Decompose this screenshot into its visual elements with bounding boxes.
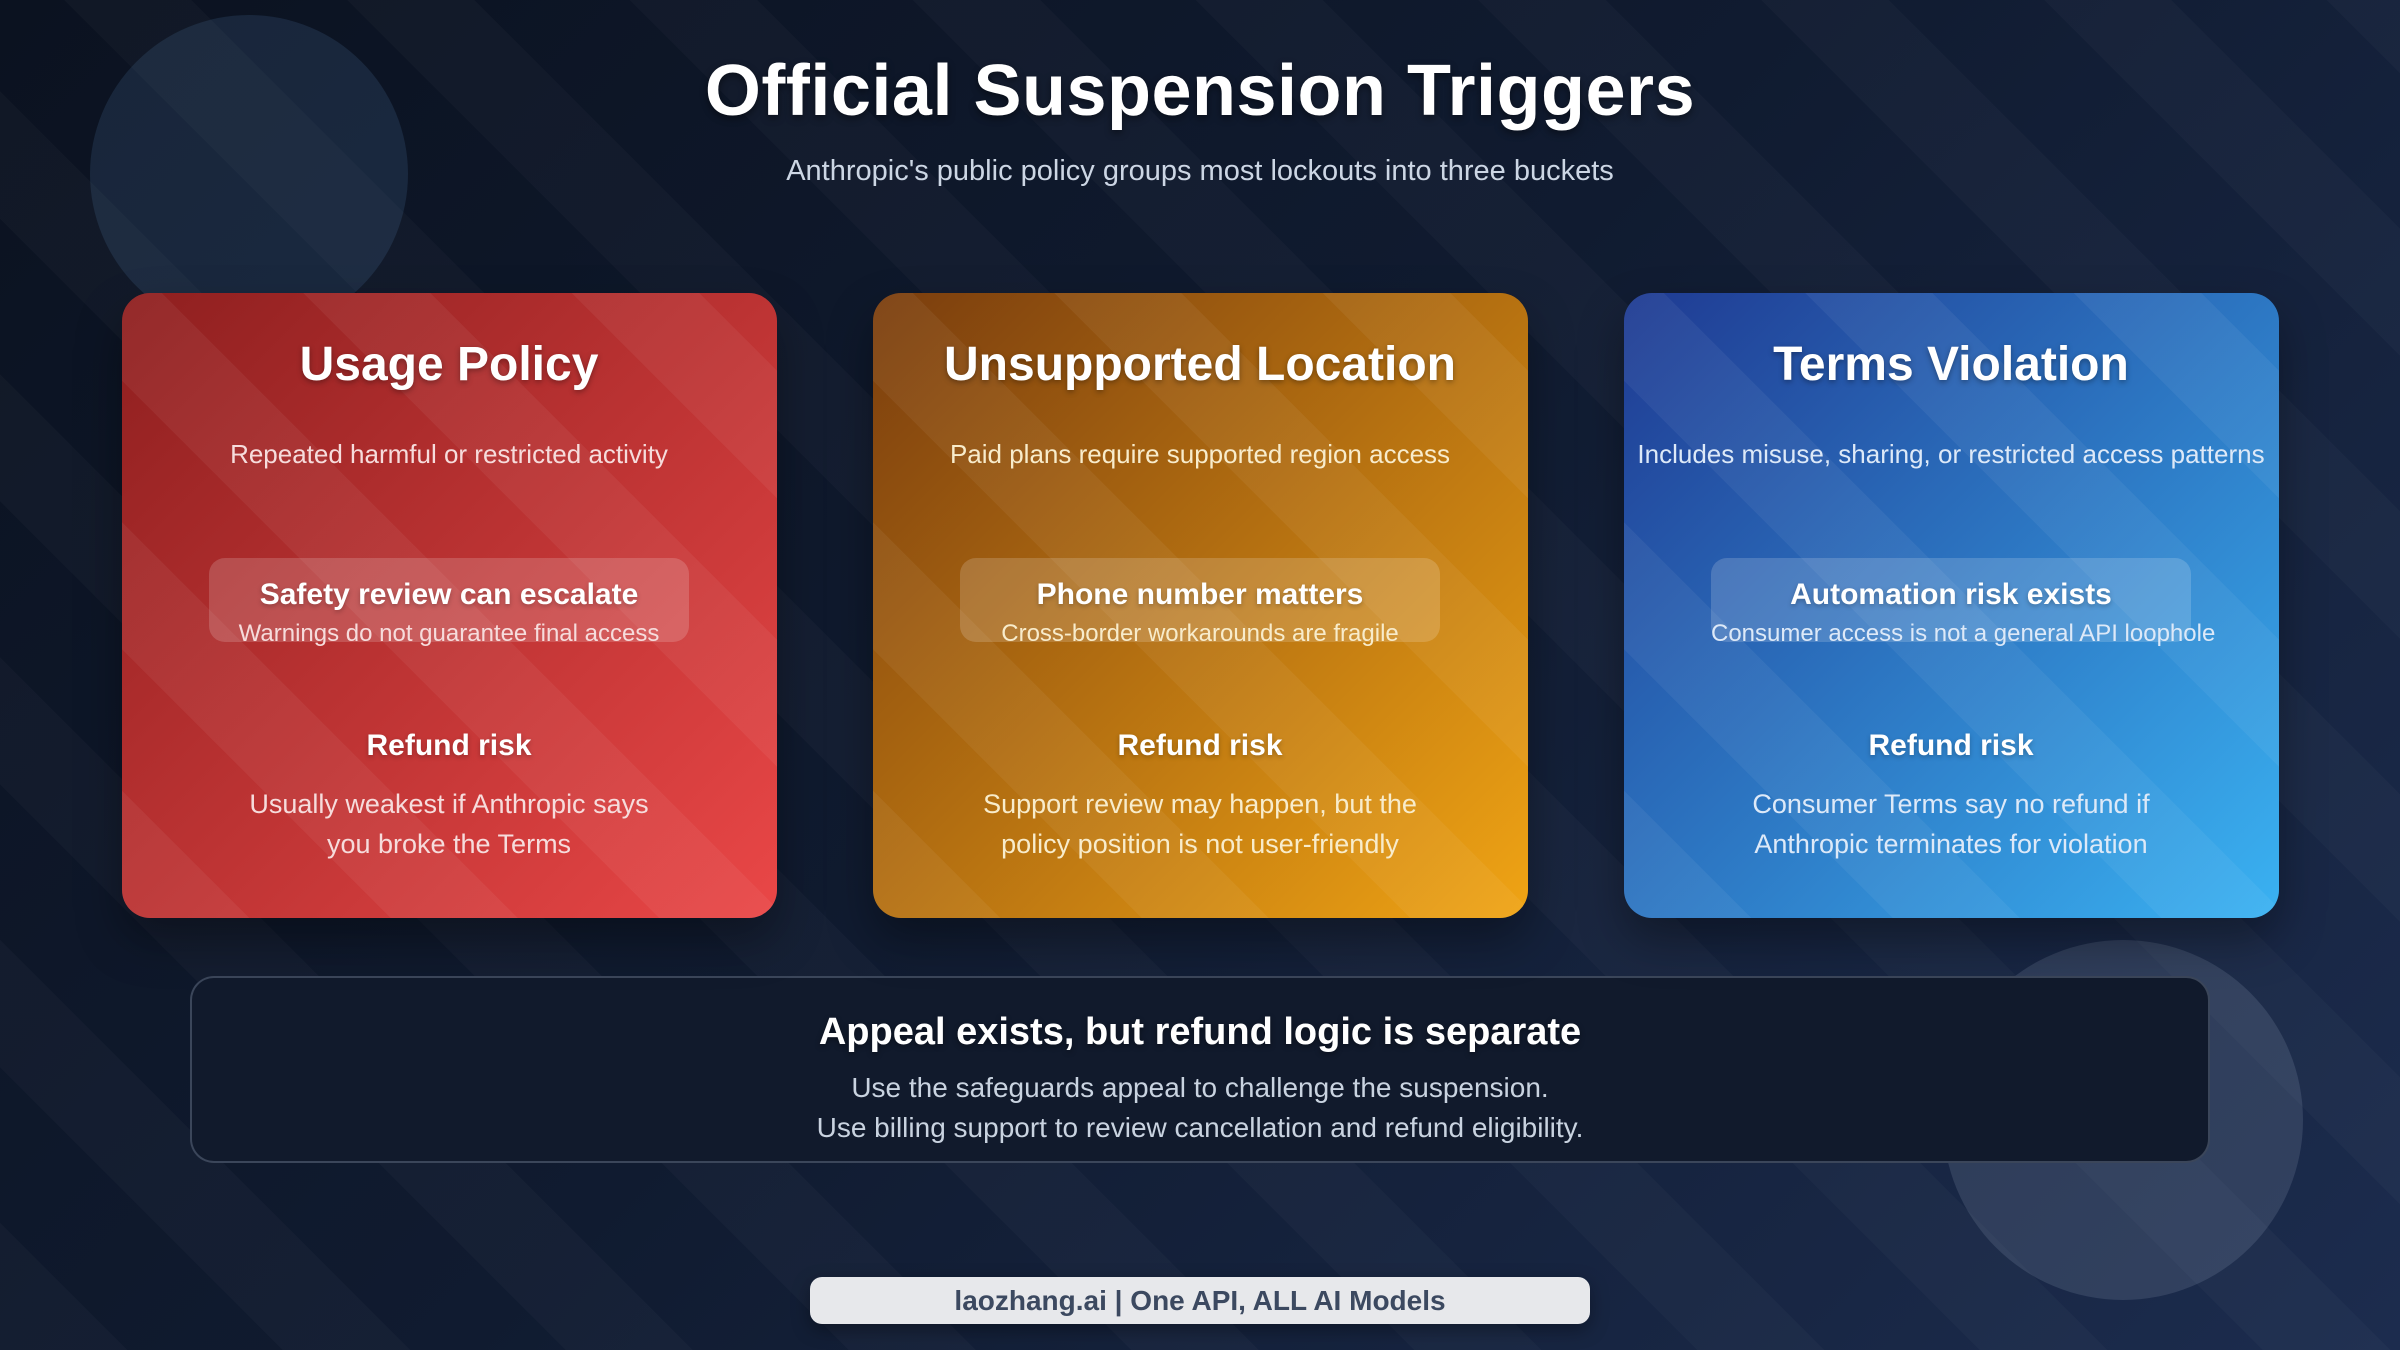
refund-note-line: policy position is not user-friendly xyxy=(1001,829,1399,860)
refund-risk-heading: Refund risk xyxy=(1117,729,1283,763)
refund-note-line: Usually weakest if Anthropic says xyxy=(249,789,649,820)
refund-risk-note: Usually weakest if Anthropic says you br… xyxy=(122,784,777,864)
highlight-note: Consumer access is not a general API loo… xyxy=(1711,619,2216,647)
card-description: Paid plans require supported region acce… xyxy=(949,439,1451,470)
card-usage-policy: Usage Policy Repeated harmful or restric… xyxy=(121,293,777,919)
brand-badge: laozhang.ai | One API, ALL AI Models xyxy=(810,1277,1590,1325)
card-title: Terms Violation xyxy=(1773,338,2129,392)
footer: laozhang.ai | One API, ALL AI Models xyxy=(0,1163,2400,1325)
refund-risk-heading: Refund risk xyxy=(366,729,532,763)
appeal-panel-title: Appeal exists, but refund logic is separ… xyxy=(818,1011,1582,1054)
appeal-panel: Appeal exists, but refund logic is separ… xyxy=(190,976,2210,1164)
decorative-circle-top-left xyxy=(90,15,408,333)
appeal-panel-line-1: Use the safeguards appeal to challenge t… xyxy=(851,1071,1549,1103)
card-unsupported-location: Unsupported Location Paid plans require … xyxy=(872,293,1528,919)
page-title: Official Suspension Triggers xyxy=(704,51,1696,131)
highlight-title: Automation risk exists xyxy=(1790,578,2112,612)
card-description: Repeated harmful or restricted activity xyxy=(230,439,668,470)
card-title: Unsupported Location xyxy=(944,338,1456,392)
refund-note-line: Support review may happen, but the xyxy=(983,789,1417,820)
highlight-box: Safety review can escalate Warnings do n… xyxy=(209,558,689,647)
highlight-box: Phone number matters Cross-border workar… xyxy=(960,558,1440,647)
highlight-box: Automation risk exists Consumer access i… xyxy=(1711,558,2215,647)
highlight-title: Safety review can escalate xyxy=(259,578,639,612)
refund-note-line: Anthropic terminates for violation xyxy=(1754,829,2148,860)
highlight-note: Cross-border workarounds are fragile xyxy=(1001,619,1399,647)
highlight-note: Warnings do not guarantee final access xyxy=(238,619,660,647)
appeal-panel-line-2: Use billing support to review cancellati… xyxy=(816,1111,1584,1143)
refund-risk-note: Consumer Terms say no refund if Anthropi… xyxy=(1624,784,2279,864)
refund-note-line: you broke the Terms xyxy=(326,829,572,860)
page-subtitle: Anthropic's public policy groups most lo… xyxy=(786,155,1614,188)
refund-risk-heading: Refund risk xyxy=(1868,729,2034,763)
card-description: Includes misuse, sharing, or restricted … xyxy=(1637,439,2265,470)
cards-row: Usage Policy Repeated harmful or restric… xyxy=(0,293,2400,919)
highlight-title: Phone number matters xyxy=(1036,578,1364,612)
refund-note-line: Consumer Terms say no refund if xyxy=(1752,789,2150,820)
card-terms-violation: Terms Violation Includes misuse, sharing… xyxy=(1623,293,2279,919)
refund-risk-note: Support review may happen, but the polic… xyxy=(873,784,1528,864)
header: Official Suspension Triggers Anthropic's… xyxy=(0,0,2400,188)
card-title: Usage Policy xyxy=(299,338,599,392)
